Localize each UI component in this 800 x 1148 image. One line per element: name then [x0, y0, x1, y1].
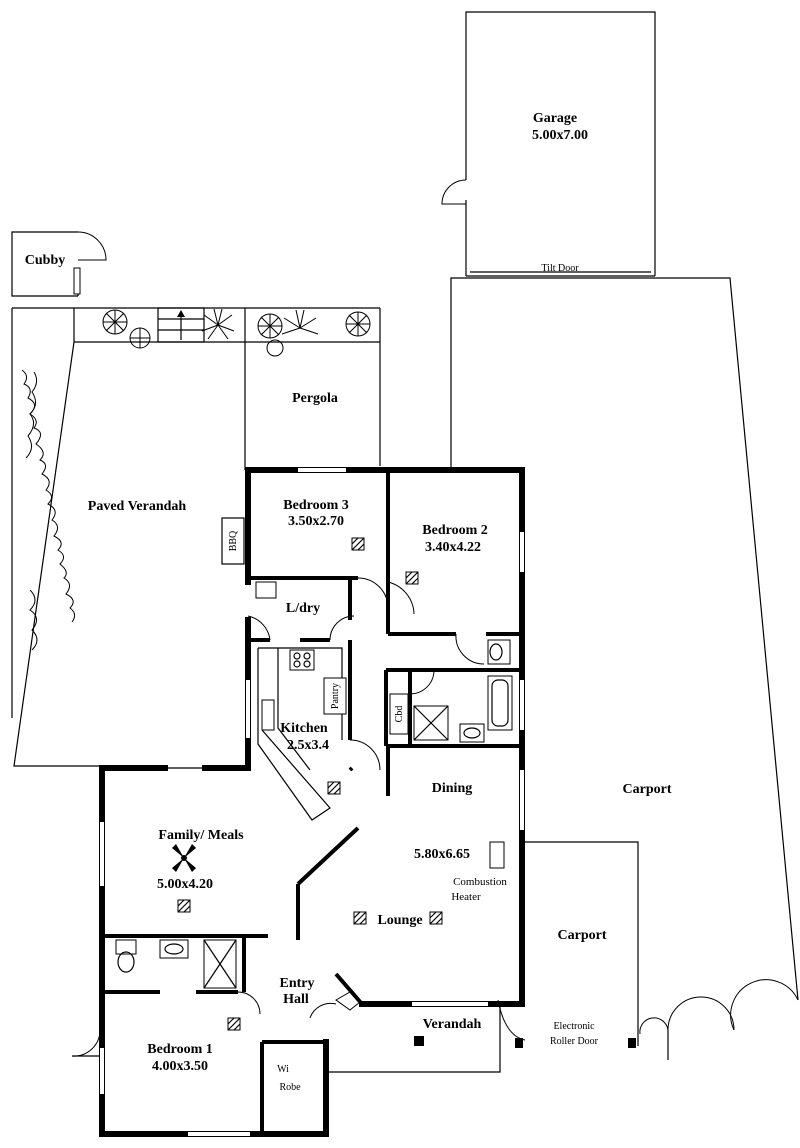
bedroom1-size: 4.00x3.50 [152, 1059, 208, 1074]
carport-small-label: Carport [558, 928, 607, 943]
family-label: Family/ Meals [158, 828, 244, 843]
carport-outline: Carport [450, 277, 799, 1060]
ceiling-fan-icon [172, 844, 196, 872]
dining-label: Dining [432, 781, 472, 796]
bedroom1-label: Bedroom 1 [147, 1042, 212, 1057]
garage-size: 5.00x7.00 [532, 128, 588, 143]
pantry-label: Pantry [330, 683, 341, 709]
roller-door-label-2: Roller Door [550, 1036, 599, 1047]
tilt-door-label: Tilt Door [541, 263, 579, 274]
kitchen-size: 2.5x3.4 [287, 738, 329, 753]
bedroom2-label: Bedroom 2 [422, 523, 487, 538]
lounge-label: Lounge [377, 913, 422, 928]
room-labels: Bedroom 3 3.50x2.70 Bedroom 2 3.40x4.22 … [147, 498, 507, 1093]
small-carport: Carport Electronic Roller Door [497, 841, 669, 1048]
carport-main-label: Carport [623, 782, 672, 797]
garage-label: Garage [533, 111, 577, 126]
cbd-label: Cbd [394, 706, 405, 723]
bedroom3-label: Bedroom 3 [283, 498, 348, 513]
garage: Garage 5.00x7.00 Tilt Door [441, 11, 656, 277]
cubby: Cubby [11, 231, 107, 297]
vent-icons [177, 537, 443, 1031]
kitchen-label: Kitchen [280, 721, 328, 736]
paved-verandah: Paved Verandah Pergola BBQ [11, 307, 381, 767]
bbq-label: BBQ [228, 530, 239, 551]
family-size: 5.00x4.20 [157, 877, 213, 892]
cubby-label: Cubby [25, 253, 65, 268]
verandah-label: Verandah [423, 1017, 482, 1032]
roller-door-label-1: Electronic [553, 1021, 595, 1032]
kitchen-fittings: Pantry Kitchen 2.5x3.4 [257, 647, 347, 821]
front-verandah [326, 1004, 501, 1073]
paved-verandah-label: Paved Verandah [88, 499, 187, 514]
robe-label-1: Wi [277, 1064, 289, 1075]
bath-fittings: Cbd [115, 581, 513, 989]
robe-label-2: Robe [279, 1082, 301, 1093]
heater-label-1: Combustion [453, 876, 507, 888]
lounge-size: 5.80x6.65 [414, 847, 470, 862]
house-walls [99, 467, 525, 1137]
entry-label-2: Hall [283, 992, 309, 1007]
interior-walls [102, 470, 522, 1134]
pergola-label: Pergola [292, 391, 338, 406]
bedroom2-size: 3.40x4.22 [425, 540, 481, 555]
doors [71, 577, 485, 1057]
entry-label-1: Entry [280, 976, 315, 991]
heater-label-2: Heater [451, 891, 481, 903]
plant-icon [102, 308, 371, 357]
laundry-label: L/dry [286, 601, 320, 616]
bedroom3-size: 3.50x2.70 [288, 514, 344, 529]
